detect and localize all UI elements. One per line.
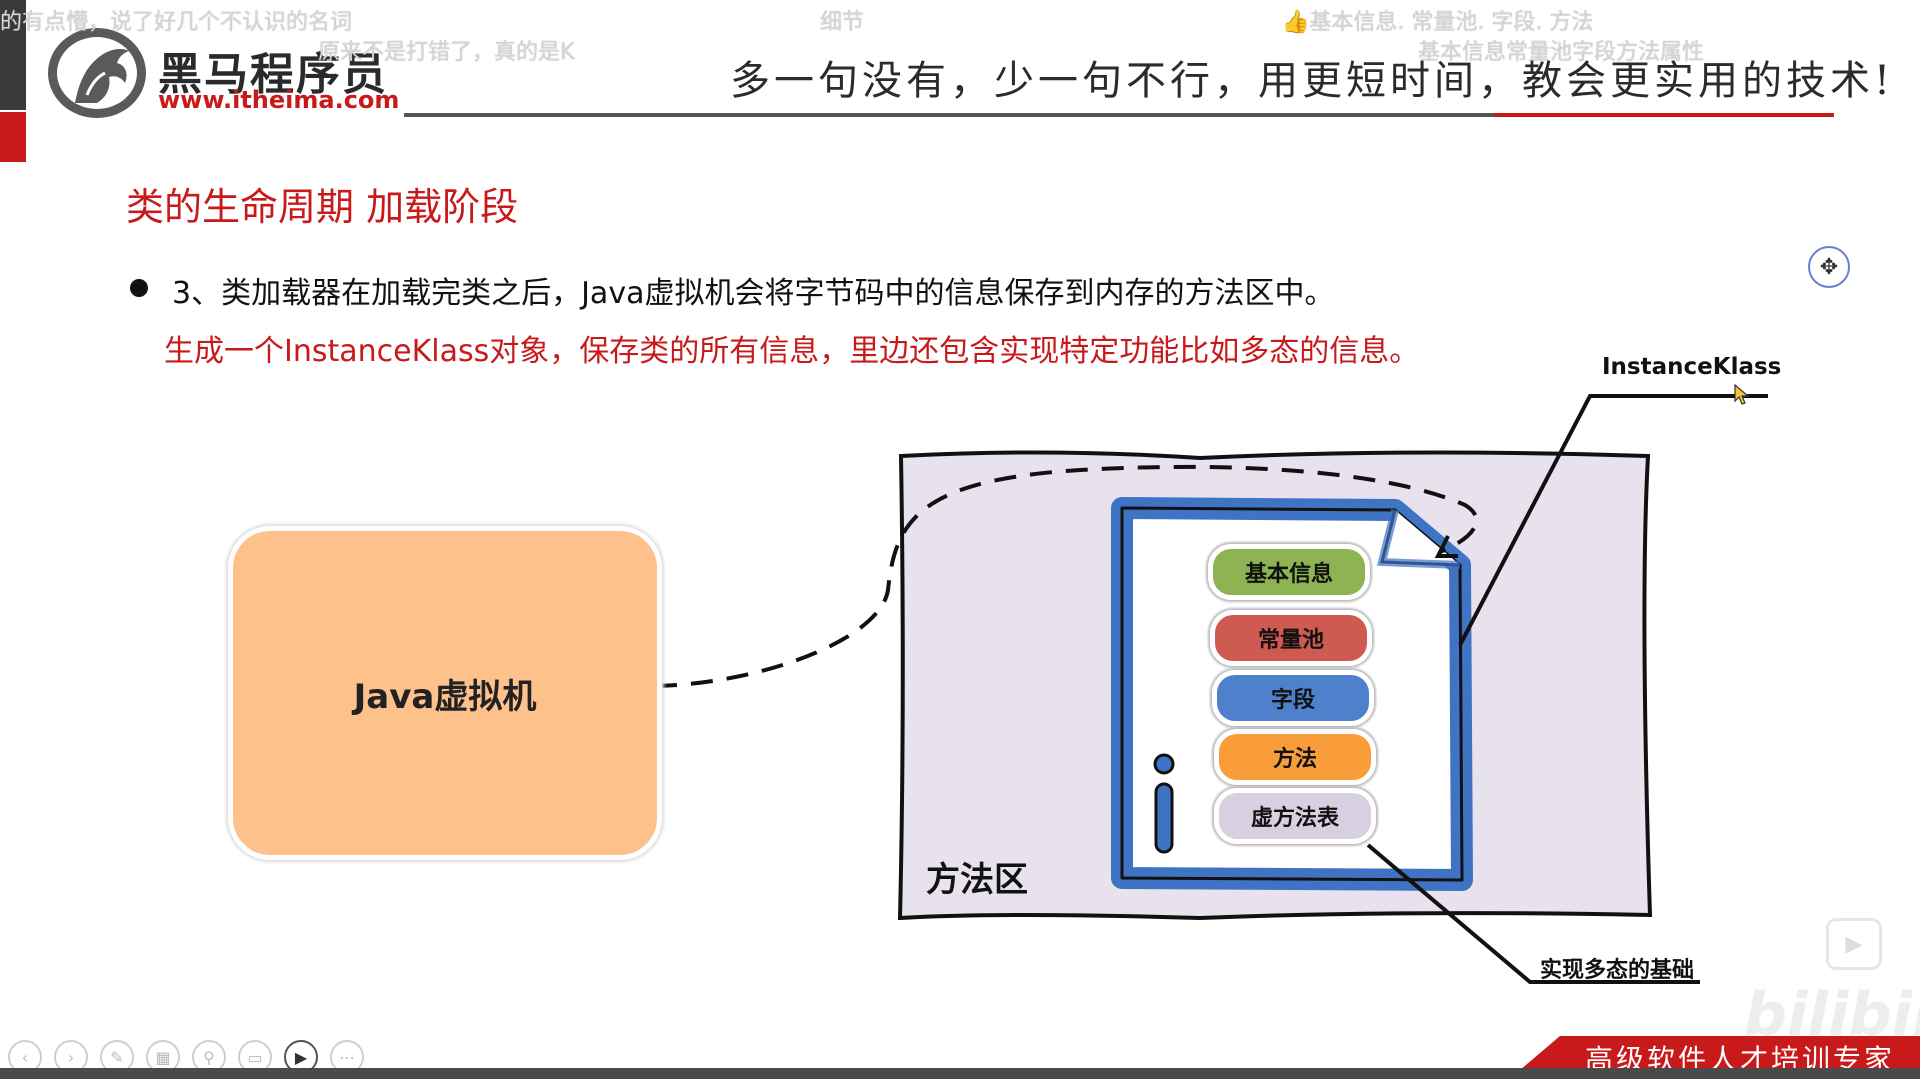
assistant-icon[interactable]: ✥	[1808, 246, 1850, 288]
danmaku-comment: 原来不是打错了，真的是K	[318, 40, 575, 65]
jvm-label: Java虚拟机	[353, 676, 537, 717]
pill-fields: 字段	[1212, 670, 1374, 726]
slogan: 多一句没有，少一句不行，用更短时间，教会更实用的技术!	[730, 58, 1895, 104]
logo-icon	[48, 28, 146, 118]
pill-methods: 方法	[1214, 729, 1376, 785]
logo-text: 黑马程序员	[158, 49, 388, 100]
pill-basic-info: 基本信息	[1208, 544, 1370, 600]
header-divider-accent	[1494, 113, 1834, 117]
poly-leader-line	[1366, 843, 1700, 984]
info-icon	[1153, 753, 1175, 854]
slide-title: 类的生命周期 加载阶段	[126, 185, 519, 229]
instance-leader-line	[1458, 394, 1768, 646]
pill-constant-pool: 常量池	[1210, 610, 1372, 666]
method-area-label: 方法区	[926, 860, 1028, 900]
thumbs-up-icon: 👍	[1282, 10, 1310, 35]
jvm-box: Java虚拟机	[228, 526, 662, 860]
dashed-arrow	[654, 464, 1479, 688]
header-divider	[404, 113, 1494, 117]
danmaku-comment: 的有点懵，说了好几个不认识的名词	[0, 10, 353, 35]
left-edge-accent	[0, 112, 26, 162]
bullet-text: 3、类加载器在加载完类之后，Java虚拟机会将字节码中的信息保存到内存的方法区中…	[172, 276, 1335, 311]
arrow-head	[1434, 535, 1458, 558]
footer-banner	[1520, 1036, 1920, 1070]
polymorphism-label: 实现多态的基础	[1540, 958, 1695, 983]
bullet-icon	[130, 279, 148, 297]
logo-url: www.itheima.com	[158, 86, 400, 114]
bottom-strip	[0, 1068, 1920, 1079]
play-icon[interactable]: ▶	[1826, 918, 1882, 970]
left-edge-bar	[0, 0, 26, 110]
danmaku-comment: 细节	[820, 10, 865, 35]
danmaku-comment: 基本信息常量池字段方法属性	[1418, 40, 1705, 65]
highlight-text: 生成一个InstanceKlass对象，保存类的所有信息，里边还包含实现特定功能…	[164, 334, 1420, 369]
instance-klass-label: InstanceKlass	[1602, 354, 1782, 380]
pill-vtable: 虚方法表	[1214, 788, 1376, 844]
danmaku-comment: 👍基本信息. 常量池. 字段. 方法	[1282, 10, 1594, 35]
mouse-cursor-icon	[1734, 384, 1750, 405]
